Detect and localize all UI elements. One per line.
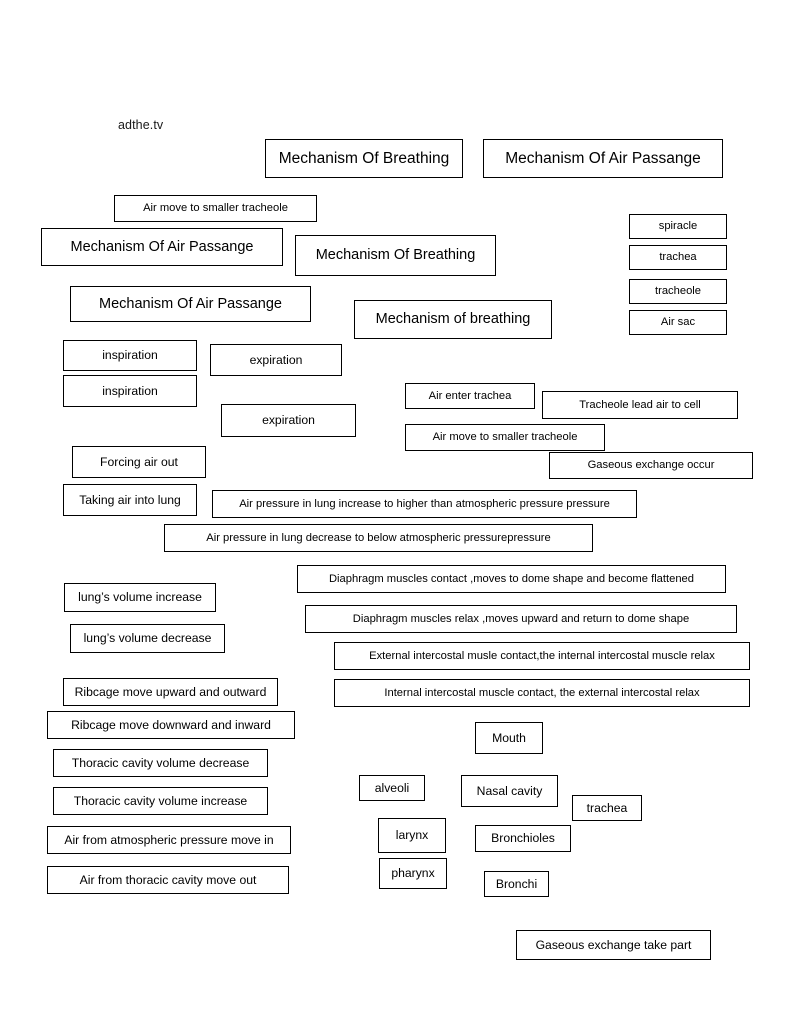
node-forcing-air-out[interactable]: Forcing air out (72, 446, 206, 478)
node-label: Air from thoracic cavity move out (79, 872, 257, 887)
node-label: trachea (586, 800, 628, 815)
node-label: Internal intercostal muscle contact, the… (384, 686, 700, 699)
node-pressure-increase[interactable]: Air pressure in lung increase to higher … (212, 490, 637, 518)
node-label: Air enter trachea (428, 389, 512, 402)
node-trachea-bottom[interactable]: trachea (572, 795, 642, 821)
node-bronchioles[interactable]: Bronchioles (475, 825, 571, 852)
node-taking-air-into-lung[interactable]: Taking air into lung (63, 484, 197, 516)
node-label: tracheole (654, 285, 702, 298)
node-label: Thoracic cavity volume increase (73, 793, 248, 808)
node-diaphragm-contact[interactable]: Diaphragm muscles contact ,moves to dome… (297, 565, 726, 593)
node-thoracic-volume-decrease[interactable]: Thoracic cavity volume decrease (53, 749, 268, 777)
node-label: Mechanism Of Air Passange (99, 295, 282, 312)
node-ribcage-down-inward[interactable]: Ribcage move downward and inward (47, 711, 295, 739)
node-inspiration-2[interactable]: inspiration (63, 375, 197, 407)
node-mouth[interactable]: Mouth (475, 722, 543, 754)
node-label: lung’s volume decrease (83, 631, 212, 646)
node-mech-breathing-1[interactable]: Mechanism Of Breathing (265, 139, 463, 178)
node-label: larynx (395, 828, 429, 843)
watermark-label: adthe.tv (118, 118, 164, 132)
node-label: Air move to smaller tracheole (432, 431, 578, 444)
node-label: Gaseous exchange take part (535, 937, 692, 952)
node-alveoli[interactable]: alveoli (359, 775, 425, 801)
node-lung-volume-decrease[interactable]: lung’s volume decrease (70, 624, 225, 653)
node-label: Mechanism Of Breathing (315, 247, 476, 264)
node-air-sac[interactable]: Air sac (629, 310, 727, 335)
node-mech-air-passage-3[interactable]: Mechanism Of Air Passange (70, 286, 311, 322)
node-label: Mechanism of breathing (375, 311, 531, 328)
node-label: Mouth (492, 730, 526, 745)
node-bronchi[interactable]: Bronchi (484, 871, 549, 897)
node-thoracic-volume-increase[interactable]: Thoracic cavity volume increase (53, 787, 268, 815)
node-air-from-atmospheric[interactable]: Air from atmospheric pressure move in (47, 826, 291, 854)
node-lung-volume-increase[interactable]: lung’s volume increase (64, 583, 216, 612)
node-label: Bronchi (495, 876, 538, 891)
node-spiracle[interactable]: spiracle (629, 214, 727, 239)
node-label: pharynx (391, 866, 435, 881)
node-label: Gaseous exchange occur (587, 459, 715, 472)
node-mech-air-passage-1[interactable]: Mechanism Of Air Passange (483, 139, 723, 178)
node-pressure-decrease[interactable]: Air pressure in lung decrease to below a… (164, 524, 593, 552)
node-nasal-cavity[interactable]: Nasal cavity (461, 775, 558, 807)
node-expiration-2[interactable]: expiration (221, 404, 356, 437)
node-mech-air-passage-2[interactable]: Mechanism Of Air Passange (41, 228, 283, 266)
node-gaseous-exchange-take-part[interactable]: Gaseous exchange take part (516, 930, 711, 960)
node-air-enter-trachea[interactable]: Air enter trachea (405, 383, 535, 409)
node-label: Taking air into lung (79, 492, 181, 507)
node-air-from-thoracic[interactable]: Air from thoracic cavity move out (47, 866, 289, 894)
node-label: Diaphragm muscles relax ,moves upward an… (352, 612, 690, 625)
node-label: Diaphragm muscles contact ,moves to dome… (328, 572, 695, 585)
node-label: Nasal cavity (476, 783, 543, 798)
node-label: Air move to smaller tracheole (143, 202, 288, 215)
node-label: Air pressure in lung increase to higher … (239, 497, 610, 510)
node-inspiration-1[interactable]: inspiration (63, 340, 197, 371)
node-trachea-top[interactable]: trachea (629, 245, 727, 270)
node-ribcage-up-outward[interactable]: Ribcage move upward and outward (63, 678, 278, 706)
node-air-move-tracheole-2[interactable]: Air move to smaller tracheole (405, 424, 605, 451)
node-label: Ribcage move upward and outward (74, 684, 267, 699)
node-internal-intercostal[interactable]: Internal intercostal muscle contact, the… (334, 679, 750, 707)
node-tracheole-lead-air[interactable]: Tracheole lead air to cell (542, 391, 738, 419)
node-external-intercostal[interactable]: External intercostal musle contact,the i… (334, 642, 750, 670)
node-diaphragm-relax[interactable]: Diaphragm muscles relax ,moves upward an… (305, 605, 737, 633)
node-label: Bronchioles (491, 831, 555, 846)
node-gaseous-exchange-occur[interactable]: Gaseous exchange occur (549, 452, 753, 479)
node-label: inspiration (102, 348, 158, 363)
node-label: lung’s volume increase (78, 590, 202, 605)
node-label: expiration (262, 413, 315, 428)
node-label: Mechanism Of Air Passange (70, 238, 254, 255)
node-label: expiration (249, 352, 303, 367)
node-label: Ribcage move downward and inward (71, 717, 271, 732)
node-label: External intercostal musle contact,the i… (369, 649, 715, 662)
node-air-move-tracheole-1[interactable]: Air move to smaller tracheole (114, 195, 317, 222)
node-label: Thoracic cavity volume decrease (71, 755, 250, 770)
node-tracheole-top[interactable]: tracheole (629, 279, 727, 304)
node-pharynx[interactable]: pharynx (379, 858, 447, 889)
node-larynx[interactable]: larynx (378, 818, 446, 853)
node-label: Air pressure in lung decrease to below a… (206, 531, 551, 544)
node-label: Mechanism Of Breathing (278, 149, 450, 167)
node-expiration-1[interactable]: expiration (210, 344, 342, 376)
node-label: inspiration (102, 383, 158, 398)
node-label: Air from atmospheric pressure move in (64, 832, 274, 847)
node-mech-breathing-2[interactable]: Mechanism Of Breathing (295, 235, 496, 276)
node-label: trachea (659, 251, 697, 264)
node-label: alveoli (374, 780, 410, 795)
node-label: spiracle (658, 220, 698, 233)
node-label: Forcing air out (100, 454, 178, 469)
node-mech-breathing-3[interactable]: Mechanism of breathing (354, 300, 552, 339)
node-label: Air sac (660, 316, 696, 329)
node-label: Tracheole lead air to cell (579, 398, 701, 411)
node-label: Mechanism Of Air Passange (505, 149, 701, 167)
